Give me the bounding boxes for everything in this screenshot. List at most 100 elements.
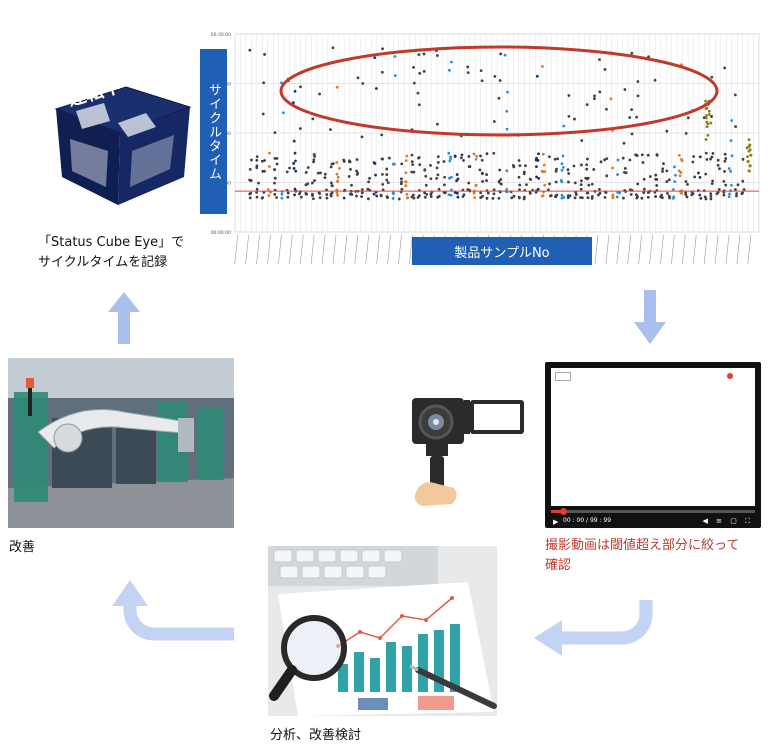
data-point <box>523 170 526 174</box>
data-point <box>336 179 340 183</box>
data-point <box>292 166 296 170</box>
data-point <box>586 196 590 200</box>
data-point <box>336 193 339 197</box>
x-tick-label <box>343 234 348 265</box>
data-point <box>273 168 277 172</box>
data-point <box>379 194 383 198</box>
data-point <box>459 156 463 160</box>
video-scrubber-handle[interactable] <box>560 508 567 515</box>
data-point <box>255 195 259 199</box>
data-point <box>424 183 428 187</box>
data-point <box>373 162 377 165</box>
player-controls-icons[interactable]: ◀ ≡ ▢ ⛶ <box>702 517 753 525</box>
rec-label: REC <box>734 372 749 380</box>
data-point <box>372 192 376 196</box>
data-point <box>616 158 620 162</box>
data-point <box>580 139 584 142</box>
data-point <box>722 193 726 197</box>
data-point <box>497 196 501 200</box>
data-point <box>263 159 266 162</box>
data-point <box>579 179 583 183</box>
data-point <box>724 183 728 187</box>
data-point <box>323 176 327 180</box>
data-point <box>673 165 676 169</box>
data-point <box>436 155 440 159</box>
data-point <box>518 183 522 187</box>
data-point <box>593 97 596 101</box>
x-tick-label <box>278 234 282 265</box>
data-point <box>747 169 751 173</box>
data-point <box>727 195 731 199</box>
data-point <box>255 190 258 194</box>
data-point <box>313 179 316 182</box>
data-point <box>573 117 576 121</box>
data-point <box>291 101 295 105</box>
data-point <box>492 188 496 192</box>
data-point <box>280 196 284 200</box>
data-point <box>410 195 414 199</box>
data-point <box>684 131 688 135</box>
data-point <box>467 155 471 158</box>
x-tick-label <box>398 234 402 265</box>
data-point <box>517 175 521 179</box>
data-point <box>718 167 721 171</box>
data-point <box>466 188 470 191</box>
data-point <box>537 177 541 180</box>
data-point <box>499 52 503 56</box>
data-point <box>584 176 588 180</box>
data-point <box>560 162 564 166</box>
data-point <box>366 187 370 191</box>
data-point <box>474 157 478 161</box>
video-progress-track[interactable] <box>551 510 755 513</box>
data-point <box>429 177 433 181</box>
data-point <box>686 182 689 186</box>
data-point <box>393 162 396 166</box>
data-point <box>330 184 334 188</box>
data-point <box>255 155 259 159</box>
data-point <box>312 153 316 156</box>
data-point <box>592 168 596 171</box>
data-point <box>437 187 441 191</box>
data-point <box>360 195 364 199</box>
data-point <box>517 159 521 162</box>
data-point <box>642 177 646 181</box>
data-point <box>429 163 432 167</box>
data-point <box>711 152 715 155</box>
data-point <box>312 160 315 164</box>
data-point <box>480 79 484 83</box>
x-tick-label <box>747 234 752 265</box>
data-point <box>711 179 715 183</box>
data-point <box>299 195 303 199</box>
data-point <box>629 193 633 196</box>
data-point <box>660 196 664 200</box>
data-point <box>449 155 453 159</box>
play-icon[interactable]: ▶ <box>553 518 559 526</box>
data-point <box>285 170 289 174</box>
data-point <box>299 85 302 89</box>
data-point <box>707 109 711 113</box>
data-point <box>598 90 602 94</box>
data-point <box>443 191 447 195</box>
video-caption-line2: 確認 <box>545 558 572 573</box>
data-point <box>273 181 276 185</box>
data-point <box>566 196 570 200</box>
rec-dot-icon <box>726 373 733 379</box>
x-tick-label <box>365 234 370 265</box>
data-point <box>316 171 320 175</box>
data-point <box>572 164 576 168</box>
data-point <box>450 60 453 64</box>
data-point <box>580 196 584 200</box>
data-point <box>273 156 277 160</box>
data-point <box>400 187 404 191</box>
cube-caption: 「Status Cube Eye」で サイクルタイムを記録 <box>38 233 184 273</box>
data-point <box>311 192 314 196</box>
data-point <box>462 158 465 162</box>
data-point <box>668 196 672 200</box>
data-point <box>481 172 484 176</box>
data-point <box>249 191 253 195</box>
data-point <box>335 161 339 164</box>
data-point <box>730 119 734 122</box>
data-point <box>418 71 422 75</box>
video-player[interactable]: REC ▶ 00 : 00 / 99 : 99 ◀ ≡ ▢ ⛶ <box>545 362 761 528</box>
data-point <box>587 183 591 187</box>
